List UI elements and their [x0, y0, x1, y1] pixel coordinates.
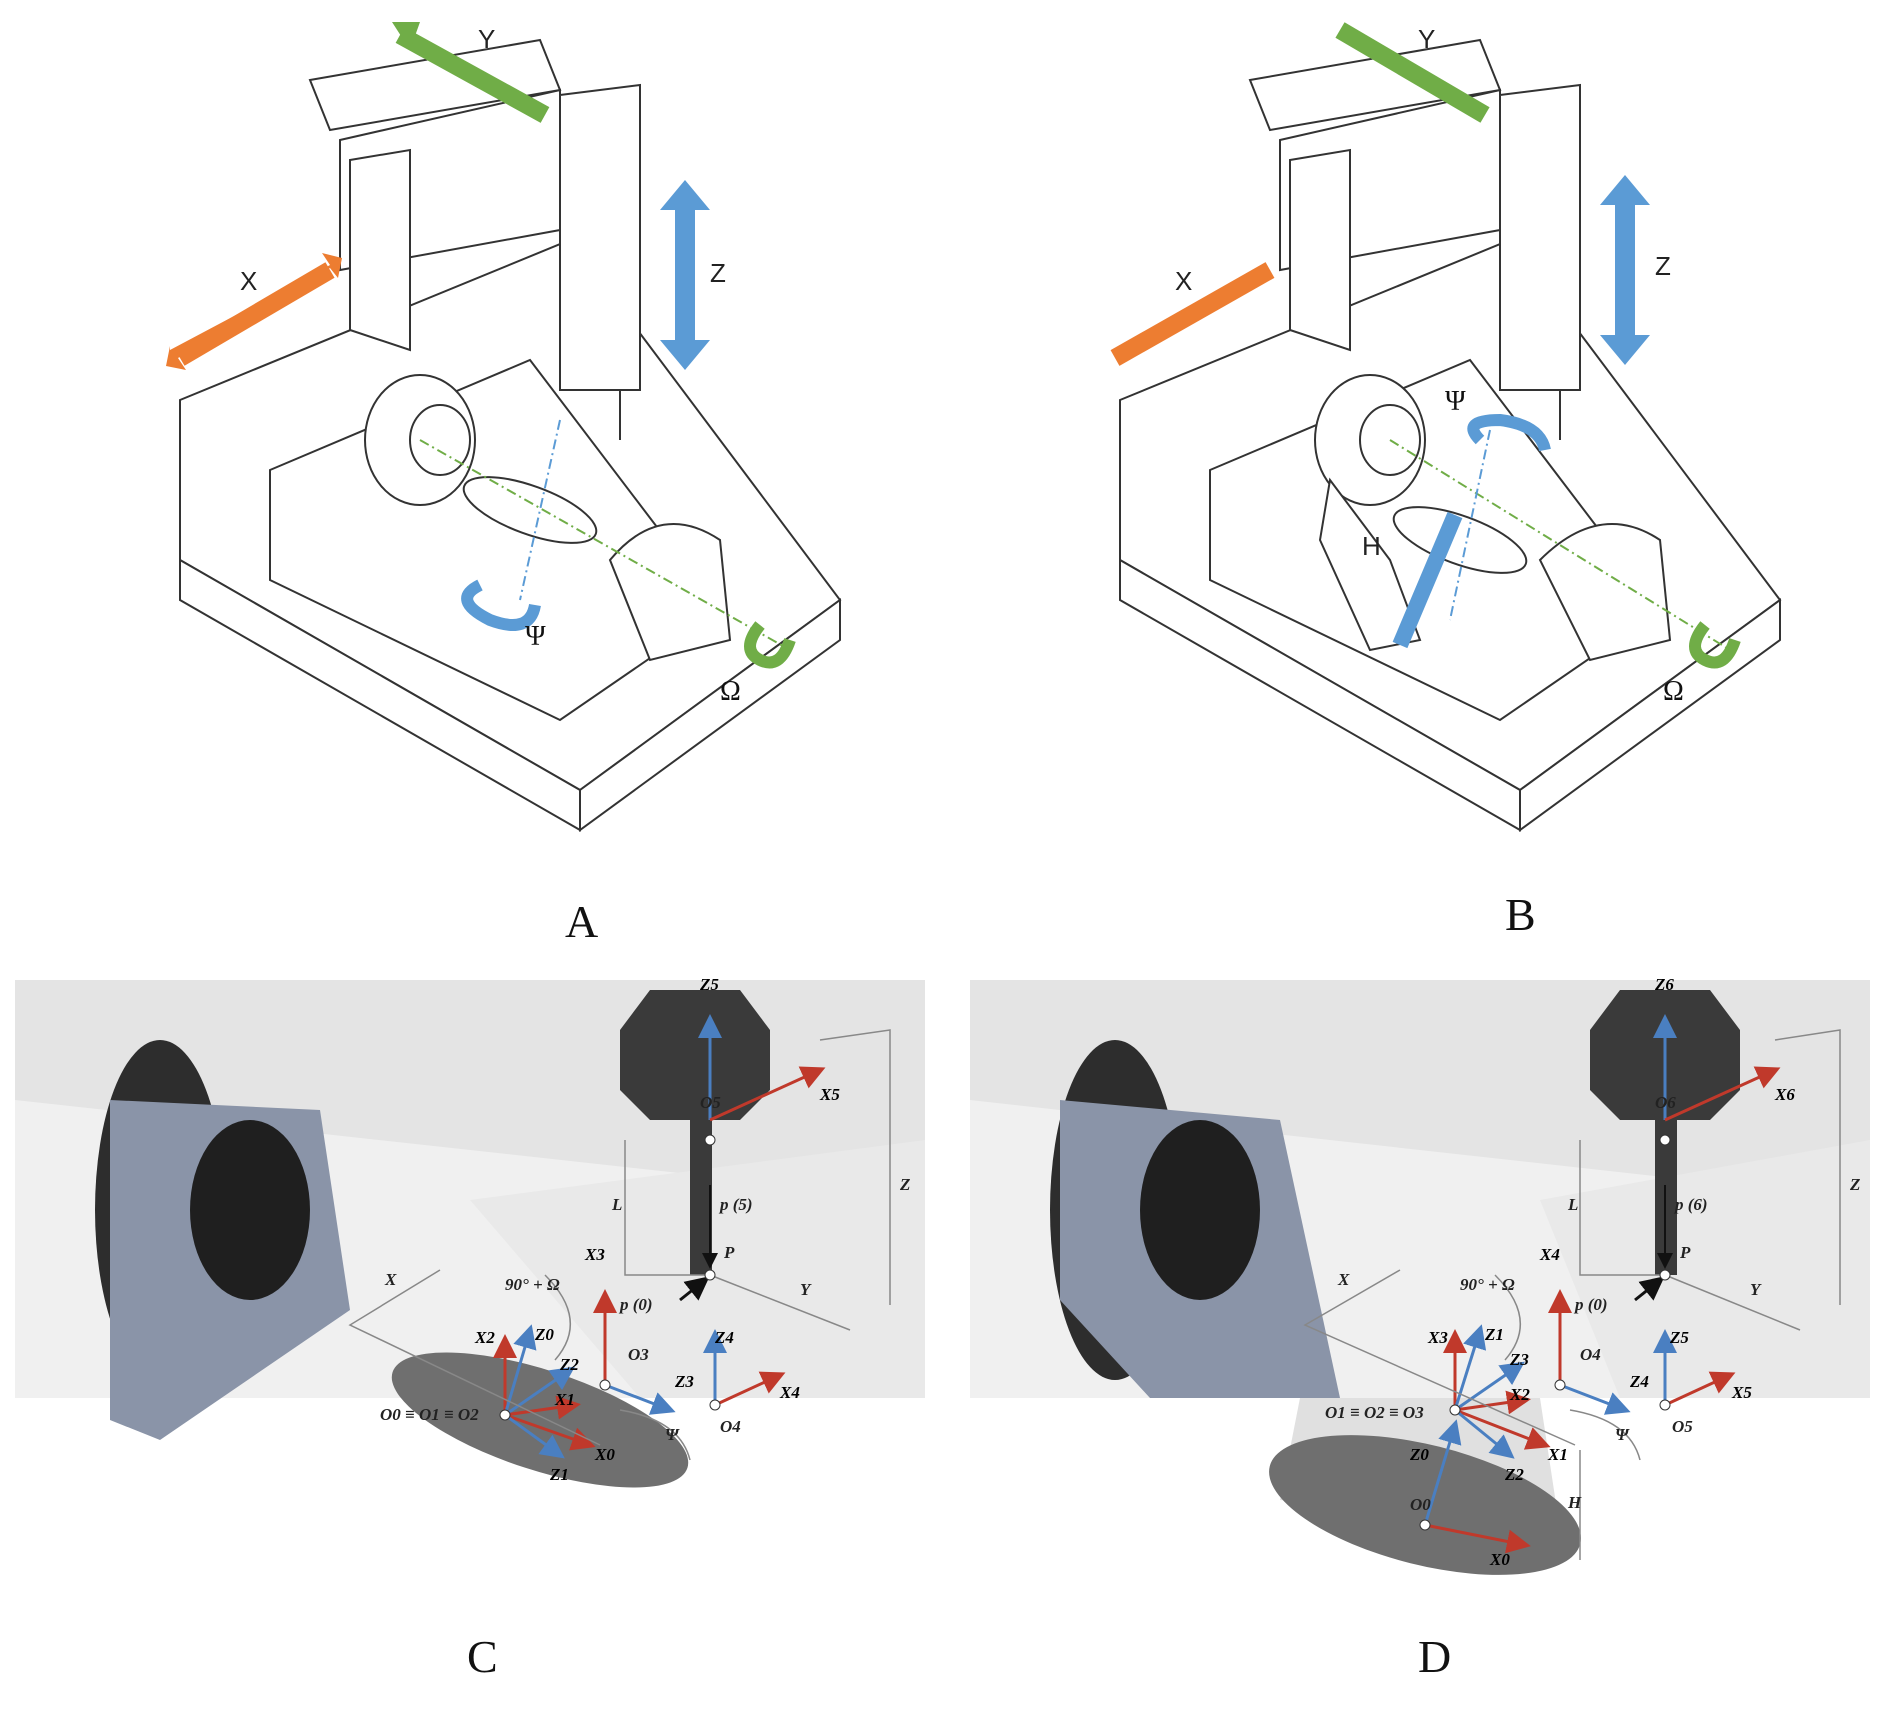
panel-a-z-label: Z: [710, 258, 726, 288]
panel-c-p0-label: p (0): [618, 1295, 653, 1314]
panel-c-p5-label: p (5): [718, 1195, 753, 1214]
panel-a-omega-arrow: [744, 621, 796, 669]
panel-a-omega-label: Ω: [720, 676, 741, 707]
axis-label: X0: [1490, 1550, 1510, 1569]
axis-label: X3: [1428, 1328, 1448, 1347]
axis-label: Z1: [550, 1465, 569, 1484]
panel-d-origin-label: O1 ≡ O2 ≡ O3: [1325, 1403, 1424, 1422]
axis-label: Z6: [1655, 975, 1674, 994]
panel-d-o4-label: O4: [1580, 1345, 1601, 1364]
axis-label: X2: [1510, 1385, 1530, 1404]
panel-c-o5-label: O5: [700, 1093, 721, 1112]
panel-c-vectors: [348, 1014, 891, 1461]
panel-c-x-dim: X: [384, 1270, 397, 1289]
panel-d-x-dim: X: [1337, 1270, 1350, 1289]
panel-b-x-arrow: [1110, 262, 1275, 366]
axis-label: X1: [555, 1390, 575, 1409]
panel-c-angle-dim: 90° + Ω: [505, 1275, 560, 1294]
panel-a-x-label: X: [240, 266, 257, 296]
panel-b-omega-arrow: [1689, 621, 1741, 669]
panel-b-h-arrow: [1392, 511, 1463, 649]
panel-label-a: A: [565, 896, 599, 947]
panel-b-z-arrow: [1600, 175, 1650, 365]
axis-label: X2: [475, 1328, 495, 1347]
panel-c-psi-dim: Ψ: [665, 1425, 680, 1444]
panel-label-d: D: [1418, 1631, 1452, 1682]
panel-c-l-dim: L: [611, 1195, 622, 1214]
axis-label: Z4: [1630, 1372, 1649, 1391]
panel-c-render: [15, 980, 925, 1488]
axis-label: X3: [585, 1245, 605, 1264]
panel-d-p6-label: p (6): [1673, 1195, 1708, 1214]
axis-label: Z2: [560, 1355, 579, 1374]
panel-d-o0-label: O0: [1410, 1495, 1431, 1514]
axis-label: X5: [820, 1085, 840, 1104]
panel-a-y-label: Y: [478, 24, 495, 54]
panel-a-psi-arrow: [461, 579, 541, 631]
panel-d-l-dim: L: [1567, 1195, 1578, 1214]
panel-b-z-label: Z: [1655, 251, 1671, 281]
panel-c-o4-label: O4: [720, 1417, 741, 1436]
panel-b-machine: [1119, 38, 1782, 832]
panel-b-omega-label: Ω: [1663, 676, 1684, 707]
axis-label: Z1: [1485, 1325, 1504, 1344]
axis-label: Z0: [1410, 1445, 1429, 1464]
panel-b-psi-label: Ψ: [1445, 386, 1466, 417]
axis-label: Z3: [675, 1372, 694, 1391]
axis-label: Z5: [1670, 1328, 1689, 1347]
panel-d-o5-label: O5: [1672, 1417, 1693, 1436]
panel-d-p0-label: p (0): [1573, 1295, 1608, 1314]
axis-label: X5: [1732, 1383, 1752, 1402]
axis-label: X1: [1548, 1445, 1568, 1464]
panel-d-h-dim: H: [1567, 1493, 1582, 1512]
axis-label: Z3: [1510, 1350, 1529, 1369]
panel-b-x-label: X: [1175, 266, 1192, 296]
panel-c-o3-label: O3: [628, 1345, 649, 1364]
axis-label: Z2: [1505, 1465, 1524, 1484]
panel-a-psi-label: Ψ: [525, 621, 546, 652]
panel-c-y-dim: Y: [800, 1280, 812, 1299]
panel-b-y-arrow: [1335, 22, 1490, 123]
panel-c-p-label: P: [723, 1243, 735, 1262]
panel-a-z-arrow: [660, 180, 710, 370]
panel-c-z-dim: Z: [899, 1175, 910, 1194]
axis-label: X6: [1775, 1085, 1795, 1104]
panel-d-z-dim: Z: [1849, 1175, 1860, 1194]
axis-label: Z5: [700, 975, 719, 994]
panel-a-machine: [179, 38, 842, 832]
panel-d-o6-label: O6: [1655, 1093, 1676, 1112]
axis-label: Z0: [535, 1325, 554, 1344]
panel-label-c: C: [467, 1631, 498, 1682]
axis-label: X4: [780, 1383, 800, 1402]
panel-a-x-arrow: [166, 253, 342, 370]
panel-d-angle-dim: 90° + Ω: [1460, 1275, 1515, 1294]
panel-d-psi-dim: Ψ: [1615, 1425, 1630, 1444]
panel-d-p-label: P: [1679, 1243, 1691, 1262]
panel-label-b: B: [1505, 889, 1536, 940]
panel-d-y-dim: Y: [1750, 1280, 1762, 1299]
axis-label: Z4: [715, 1328, 734, 1347]
panel-b-psi-arrow: [1467, 413, 1551, 452]
panel-a-y-arrow: [392, 22, 550, 123]
axis-label: X4: [1540, 1245, 1560, 1264]
panel-b-h-label: H: [1362, 531, 1381, 561]
panel-d-vectors: [1303, 1014, 1841, 1560]
panel-d-render: [970, 980, 1870, 1575]
panel-c-origin-label: O0 ≡ O1 ≡ O2: [380, 1405, 479, 1424]
axis-label: X0: [595, 1445, 615, 1464]
panel-b-y-label: Y: [1418, 24, 1435, 54]
